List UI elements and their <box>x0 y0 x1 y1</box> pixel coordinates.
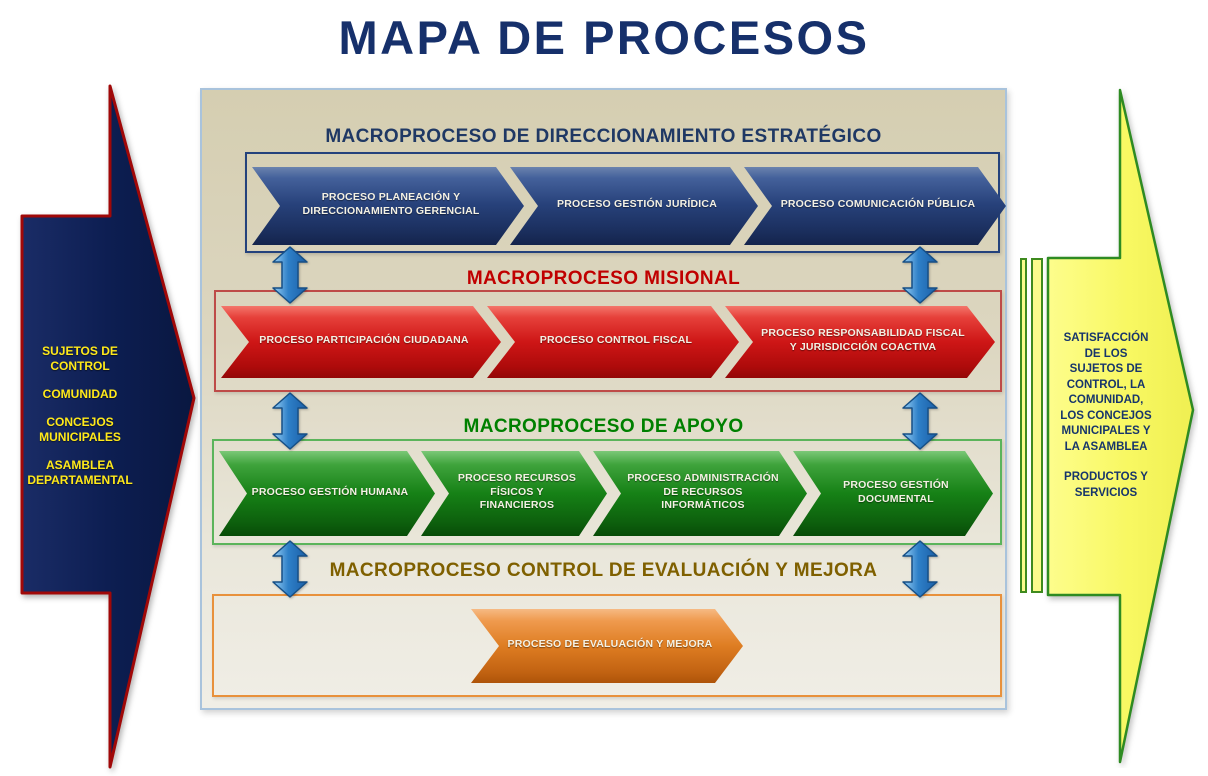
updown-arrow-icon <box>271 246 309 304</box>
updown-arrow-icon <box>901 392 939 450</box>
process-chevron: PROCESO ADMINISTRACIÓN DE RECURSOS INFOR… <box>593 451 807 536</box>
process-chevron: PROCESO GESTIÓN DOCUMENTAL <box>793 451 993 536</box>
input-arrow-labels: SUJETOS DE CONTROL COMUNIDAD CONCEJOS MU… <box>14 344 146 501</box>
process-chevron: PROCESO GESTIÓN HUMANA <box>219 451 435 536</box>
updown-arrow-icon <box>271 392 309 450</box>
macroproceso-mejora-title: MACROPROCESO CONTROL DE EVALUACIÓN Y MEJ… <box>329 560 878 581</box>
input-label: SUJETOS DE CONTROL <box>42 344 118 373</box>
output-label-products: PRODUCTOS Y SERVICIOS <box>1064 471 1148 499</box>
updown-arrow-icon <box>901 540 939 598</box>
input-label: ASAMBLEA DEPARTAMENTAL <box>27 458 133 487</box>
process-chevron: PROCESO RECURSOS FÍSICOS Y FINANCIEROS <box>421 451 607 536</box>
process-chevron: PROCESO CONTROL FISCAL <box>487 306 739 378</box>
output-divider-bar <box>1020 258 1027 593</box>
macroproceso-misional-box: PROCESO PARTICIPACIÓN CIUDADANA PROCESO … <box>214 290 1002 392</box>
input-arrow-shape <box>20 84 196 769</box>
output-arrow-shape <box>1046 88 1195 764</box>
macroproceso-apoyo-title: MACROPROCESO DE APOYO <box>463 416 744 437</box>
macroproceso-estrategico-box: PROCESO PLANEACIÓN Y DIRECCIONAMIENTO GE… <box>245 152 1000 253</box>
macroproceso-mejora-box: PROCESO DE EVALUACIÓN Y MEJORA <box>212 594 1002 697</box>
macroproceso-estrategico-title: MACROPROCESO DE DIRECCIONAMIENTO ESTRATÉ… <box>325 126 882 147</box>
input-label: CONCEJOS MUNICIPALES <box>39 415 121 444</box>
macroproceso-apoyo-box: PROCESO GESTIÓN HUMANA PROCESO RECURSOS … <box>212 439 1002 545</box>
process-panel: MACROPROCESO DE DIRECCIONAMIENTO ESTRATÉ… <box>200 88 1007 710</box>
output-divider-bar <box>1031 258 1043 593</box>
output-arrow-labels: SATISFACCIÓN DE LOS SUJETOS DE CONTROL, … <box>1057 331 1155 501</box>
process-chevron: PROCESO GESTIÓN JURÍDICA <box>510 167 758 245</box>
macroproceso-misional-title: MACROPROCESO MISIONAL <box>466 268 741 289</box>
process-chevron: PROCESO RESPONSABILIDAD FISCAL Y JURISDI… <box>725 306 995 378</box>
process-chevron: PROCESO PLANEACIÓN Y DIRECCIONAMIENTO GE… <box>252 167 524 245</box>
updown-arrow-icon <box>271 540 309 598</box>
input-label: COMUNIDAD <box>42 387 118 401</box>
process-chevron: PROCESO COMUNICACIÓN PÚBLICA <box>744 167 1006 245</box>
process-chevron: PROCESO PARTICIPACIÓN CIUDADANA <box>221 306 501 378</box>
process-chevron: PROCESO DE EVALUACIÓN Y MEJORA <box>471 609 743 683</box>
page-title: MAPA DE PROCESOS <box>338 11 870 64</box>
updown-arrow-icon <box>901 246 939 304</box>
output-label-satisfaction: SATISFACCIÓN DE LOS SUJETOS DE CONTROL, … <box>1060 332 1152 453</box>
